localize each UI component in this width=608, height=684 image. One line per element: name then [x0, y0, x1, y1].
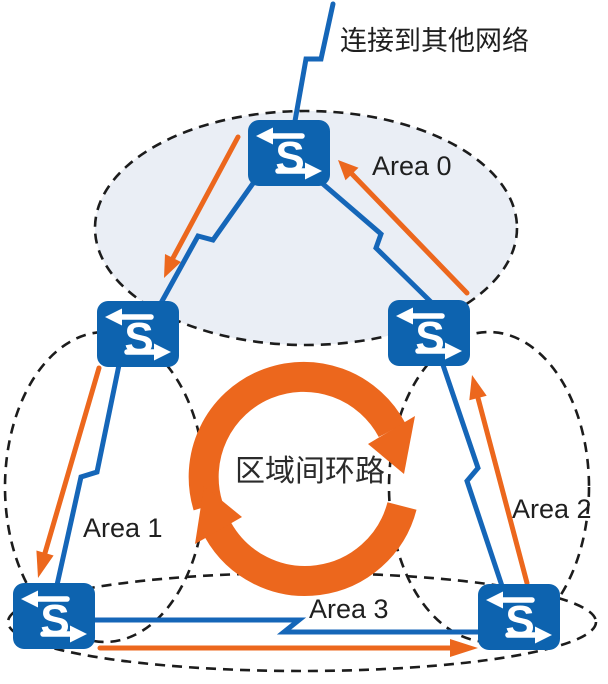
link-to-external-network [292, 1, 336, 124]
switch-letter: S [40, 596, 69, 645]
flow-arrow-up-area2-icon [469, 375, 530, 586]
arrow-left-icon [256, 127, 305, 145]
area0-region [93, 109, 519, 347]
arrow-left-icon [105, 308, 154, 326]
flow-arrow-down-area1-icon [36, 365, 102, 578]
switch-letter: S [124, 314, 153, 363]
arrow-right-icon [124, 343, 171, 361]
switch-icon-area2-bottom: S [478, 584, 560, 650]
arrow-left-icon [21, 590, 70, 608]
external-network-label: 连接到其他网络 [340, 26, 529, 56]
loop-arc-top [188, 361, 406, 511]
switch-icon-backbone: S [248, 120, 330, 186]
arrow-left-icon [396, 307, 445, 325]
arrow-right-icon [505, 626, 552, 644]
switch-icon-area1-abr: S [97, 301, 179, 367]
area2-label: Area 2 [512, 494, 592, 524]
arrow-left-icon [486, 591, 535, 609]
arrow-right-icon [40, 625, 87, 643]
area3-label: Area 3 [309, 594, 389, 624]
link-top-to-left [158, 179, 257, 306]
link-left-to-bottomleft [54, 362, 122, 588]
arrow-right-icon [275, 162, 322, 180]
flow-arrows-layer [36, 134, 530, 657]
arrow-right-icon [415, 342, 462, 360]
flow-arrow-up-right-icon [338, 160, 470, 296]
loop-arrowhead-right-icon [368, 416, 415, 474]
flow-arrow-down-left-icon [164, 134, 241, 278]
switch-icon-area1-bottom: S [13, 583, 95, 649]
area3-region [6, 571, 598, 673]
switch-letter: S [275, 133, 304, 182]
switch-icon-area2-abr: S [388, 300, 470, 366]
switch-letter: S [415, 313, 444, 362]
link-bottomleft-to-bottomright [92, 617, 483, 635]
loop-arc-bottom [204, 501, 417, 596]
inter-area-loop-label: 区域间环路 [235, 455, 385, 488]
inter-area-loop-icon [188, 361, 417, 596]
area2-region [387, 330, 591, 644]
area0-label: Area 0 [372, 151, 452, 181]
loop-arrowhead-left-icon [195, 486, 242, 544]
link-right-to-bottomright [440, 362, 505, 589]
links-layer [54, 1, 505, 635]
flow-arrow-right-area3-icon [97, 639, 478, 657]
switch-letter: S [505, 597, 534, 646]
area1-label: Area 1 [83, 513, 163, 543]
link-top-to-right [320, 181, 434, 305]
